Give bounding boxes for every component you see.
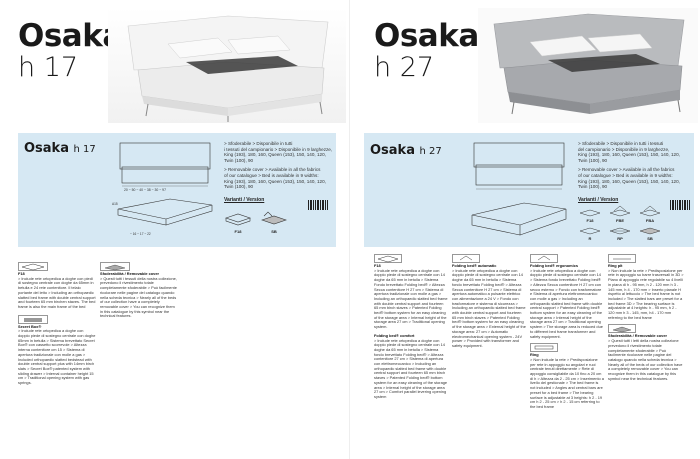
model-title: Osaka	[18, 18, 123, 54]
column-heading: Folding bed® comfort	[374, 332, 415, 338]
secret-box-icon	[18, 314, 48, 324]
sb-label: SB	[647, 236, 653, 241]
catalog-page-left: Osaka h 17 Osaka h 17 20 ~ 50 ~ 40 ~ 38 …	[18, 8, 346, 386]
bed-photo-grey	[478, 8, 698, 123]
column-heading: Secret Box®	[18, 323, 42, 329]
sb-icon	[639, 227, 661, 235]
technical-drawing: 20 ~ 50 ~ 40 ~ 38 ~ 30 ~ 97 A15 ~ 16 ~ 1…	[112, 142, 213, 236]
tech-line: Twin (100), 90	[224, 184, 254, 190]
feature-column-sb: Sfoderabilità / Removable cover > Questi…	[100, 262, 178, 319]
r-label: R	[588, 236, 592, 241]
technical-drawing	[471, 142, 567, 236]
column-body: > Include rete ortopedica a doghe con do…	[374, 337, 448, 399]
dims-bottom-text: ~ 16 ~ 17 ~ 22	[130, 232, 151, 236]
model-title: Osaka	[374, 18, 479, 54]
dims-top-text: 20 ~ 50 ~ 40 ~ 38 ~ 30 ~ 97	[124, 188, 166, 192]
tech-line: > Sfoderabile > Disponibile in tutti i t…	[578, 141, 664, 146]
tech-line: King (193), 180, 160, Queen (153), 150, …	[578, 178, 680, 184]
variants-label: Varianti / Version	[578, 197, 619, 203]
feature-column-fba: Folding bed® ergonomics > Include rete o…	[530, 254, 604, 410]
fbe-label: FBE	[616, 218, 624, 223]
model-height: h 17	[18, 52, 79, 83]
sb-label: SB	[271, 229, 277, 234]
rp-icon	[609, 227, 631, 235]
fba-icon	[530, 254, 558, 263]
sb-icon	[261, 211, 287, 225]
tech-line: King (193), 180, 160, Queen (153), 150, …	[578, 152, 680, 158]
f18-label: F18	[234, 229, 242, 234]
column-heading: Ring plt	[608, 263, 623, 268]
column-heading: Ring	[530, 352, 539, 358]
sb-icon	[100, 262, 130, 271]
tech-line: > Sfoderabile > Disponibile in tutti	[224, 141, 293, 146]
f18-icon	[579, 209, 601, 217]
column-heading: F18	[374, 263, 381, 268]
catalog-page-right: Osaka h 27 Osaka h 27 > Sfoderabile > Di…	[350, 0, 700, 459]
column-body: > Include rete ortopedica a doghe con do…	[374, 267, 448, 330]
column-body: > Include rete ortopedica a doghe con do…	[530, 267, 603, 339]
barcode-icon	[308, 200, 328, 210]
ring-icon	[530, 343, 558, 352]
fbe-icon	[452, 254, 480, 263]
column-body: > Include rete ortopedica a doghe con do…	[18, 328, 96, 386]
fba-label: FBA	[645, 218, 655, 223]
fbe-icon	[609, 205, 631, 217]
bed-photo-white	[108, 8, 346, 123]
barcode-icon	[670, 200, 690, 210]
rp-label: RP	[617, 236, 623, 241]
f18-icon	[18, 262, 48, 271]
spec-panel: Osaka h 17 20 ~ 50 ~ 40 ~ 38 ~ 30 ~ 97 A…	[18, 133, 336, 247]
column-body: > Questi tutti i letti della nostra coll…	[608, 338, 683, 381]
tech-line: Twin (100), 90	[578, 157, 608, 163]
column-heading: Folding bed® automatic	[452, 263, 497, 268]
tech-line: del campionario > Disponibile in 9 largh…	[578, 146, 670, 152]
variant-icons	[579, 205, 661, 235]
spec-panel: Osaka h 27 > Sfoderabile > Disponibile i…	[364, 133, 694, 247]
column-body: > Include rete ortopedica a doghe con do…	[452, 267, 526, 348]
variant-icons	[225, 211, 287, 226]
panel-title-height: h 27	[419, 146, 442, 157]
column-body: > Questi tutti i tessuti della nostra co…	[100, 275, 177, 319]
f18-icon	[225, 213, 251, 226]
column-body: > Non include la rete > Predisposizione …	[608, 267, 684, 320]
tech-line: > Removable cover > Available in all the…	[578, 167, 675, 173]
f18-label: F18	[586, 218, 594, 223]
column-heading: Sfoderabilità / Removable cover	[608, 333, 668, 339]
tech-specs: > Sfoderabile > Disponibile in tutti i t…	[224, 141, 332, 190]
feature-column-fbe: Folding bed® automatic > Include rete or…	[452, 254, 526, 349]
tech-line: King (193), 180, 160, Queen (153), 150, …	[224, 152, 326, 158]
feature-column-f18: F18 > Include rete ortopedica a doghe co…	[374, 254, 448, 400]
sb-icon	[608, 324, 636, 334]
column-heading: F18	[18, 271, 25, 276]
dims-left-text: A15	[112, 202, 118, 206]
tech-line: > Removable cover > Available in all the…	[224, 167, 321, 173]
tech-line: i tessuti del campionario > Disponibile …	[224, 146, 333, 152]
tech-line: Twin (100), 90	[224, 157, 254, 163]
tech-line: King (193), 180, 160, Queen (153), 150, …	[224, 178, 326, 184]
column-body: > Non include la rete > Predisposizione …	[530, 356, 604, 409]
feature-column-f18: F18 > Include rete ortopedica a doghe co…	[18, 262, 96, 386]
rp-icon	[608, 254, 636, 263]
variants-label: Varianti / Version	[224, 197, 265, 203]
panel-title: Osaka h 17	[24, 141, 96, 156]
panel-title-model: Osaka	[370, 143, 415, 158]
tech-line: of our catalogue > Bed is available in 9…	[224, 172, 319, 178]
column-body: > Include rete ortopedica a doghe con pi…	[18, 275, 96, 309]
fba-icon	[639, 205, 661, 217]
panel-title-height: h 17	[73, 144, 96, 155]
r-icon	[579, 227, 601, 235]
column-heading: Sfoderabilità / Removable cover	[100, 271, 160, 276]
model-height: h 27	[374, 52, 435, 83]
tech-line: of our catalogue > Bed is available in 9…	[578, 172, 673, 178]
feature-column-rp: Ring plt > Non include la rete > Predisp…	[608, 254, 684, 381]
panel-title: Osaka h 27	[370, 143, 442, 158]
column-heading: Folding bed® ergonomics	[530, 263, 579, 268]
tech-line: Twin (100), 90	[578, 184, 608, 190]
panel-title-model: Osaka	[24, 141, 69, 156]
tech-specs: > Sfoderabile > Disponibile in tutti i t…	[578, 141, 680, 190]
f18-icon	[374, 254, 402, 263]
